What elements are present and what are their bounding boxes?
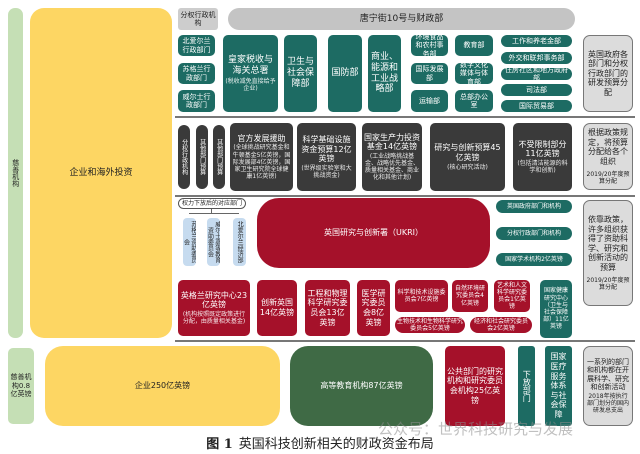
figure-caption: 图 1 英国科技创新相关的财政资金布局 <box>0 433 640 452</box>
business-overseas-box: 企业和海外投资 <box>30 8 172 338</box>
note-row1: 英国政府各部门和分权行政部门的研发预算分配 <box>583 35 633 112</box>
mhclg-box: 住房社区和地方政府部 <box>501 68 572 80</box>
moj-box: 司法部 <box>501 84 572 96</box>
re-sub: (机构按照既定政策进行分配，由质量相关基金) <box>182 310 246 326</box>
divider <box>175 195 635 197</box>
devolved-header: 分权行政机构 <box>178 8 218 30</box>
note-bottom-title: 一系列的部门和机构都在开展科学、研究和创新活动 <box>587 357 629 392</box>
defra-box: 环境食品和农村事务部 <box>411 35 448 56</box>
note-row2-sub: 2019/20年度预算分配 <box>586 170 630 185</box>
ri-title: 研究与创新预算45亿英镑 <box>434 143 501 162</box>
home-office-box: 总部办公室 <box>455 90 493 112</box>
nihr-box: 国家健康研究中心（卫生与社会保障部）11亿英镑 <box>540 280 572 338</box>
ukri-box: 英国研究与创新署（UKRI） <box>257 198 490 268</box>
note-row3-title: 依靠政策，许多组织获得了资助科学、研究和创新活动的预算 <box>588 215 628 272</box>
divider <box>175 340 635 342</box>
charity-funding: 慈善机构0.8亿英镑 <box>8 348 34 424</box>
vertical-box-1: 分权行政机构 <box>178 125 190 189</box>
nprf-title: 国家生产力投资基金14亿英镑 <box>364 132 420 152</box>
hmrc-title: 皇家税收与海关总署 <box>227 55 273 76</box>
dfe-box: 教育部 <box>455 35 493 56</box>
science-sub: (世界级实验室和大挑战资金) <box>301 164 352 179</box>
dit-box: 国际贸易部 <box>501 100 572 112</box>
oda-title: 官方发展援助 <box>237 133 286 143</box>
esrc-box: 经济和社会研究委员会2亿英镑 <box>470 317 532 333</box>
note-bottom-sub: 2018年按执行部门划分的国内研发总支出 <box>586 392 629 414</box>
devolved-wales: 威尔士行政部门 <box>178 90 215 112</box>
mod-box: 国防部 <box>328 35 362 112</box>
scottish-funding-council: 苏格兰资助委员会 <box>183 218 196 266</box>
hmrc-box: 皇家税收与海关总署(税收减免直接给予企业) <box>223 35 278 112</box>
note-row2: 根据政策规定，将预算分配给各个组织 2019/20年度预算分配 <box>583 123 633 190</box>
vertical-box-2: 其他部门预算 <box>196 125 208 189</box>
divider <box>175 116 635 118</box>
nprf-box: 国家生产力投资基金14亿英镑(工业战略挑战基金、战略优先基金、质量相关基金、商业… <box>362 123 422 191</box>
national-academies: 国家学术机构2亿英镑 <box>496 253 572 266</box>
oda-box: 官方发展援助(全球挑战研究基金和牛顿基金5亿英镑，国际发展部4亿英镑，国家卫生研… <box>230 123 293 191</box>
connector <box>189 213 239 214</box>
science-title: 科学基础设施资金预算12亿英镑 <box>301 134 352 164</box>
devolved-ni: 北爱尔兰行政部门 <box>178 35 215 56</box>
note-row2-title: 根据政策规定，将预算分配给各个组织 <box>588 128 628 166</box>
treasury-header: 唐宁街10号与财政部 <box>228 8 575 30</box>
ri-budget-box: 研究与创新预算45亿英镑(核心研究活动) <box>430 123 505 191</box>
oda-sub: (全球挑战研究基金和牛顿基金5亿英镑，国际发展部4亿英镑，国家卫生研究院全球健康… <box>232 144 291 181</box>
bbsrc-box: 生物技术和生物科学研究委员会5亿英镑 <box>395 317 465 333</box>
dft-box: 运输部 <box>411 90 448 112</box>
epsrc-box: 工程和物理科学研究委员会13亿英镑 <box>305 280 350 336</box>
mrc-box: 医学研究委员会8亿英镑 <box>357 280 390 336</box>
ni-economy-dept: 北爱尔兰经济部 <box>233 218 246 266</box>
note-row3-sub: 2019/20年度预算分配 <box>586 276 630 291</box>
dfid-box: 国际发展部 <box>411 63 448 84</box>
connector <box>211 209 212 214</box>
hmrc-sub: (税收减免直接给予企业) <box>225 77 276 92</box>
ri-sub: (核心研究活动) <box>447 163 488 171</box>
science-infra-box: 科学基础设施资金预算12亿英镑(世界级实验室和大挑战资金) <box>297 123 356 191</box>
public-research-funding: 公共部门的研究机构和研究委员会机构25亿英镑 <box>445 346 505 426</box>
dhsc-box: 卫生与社会保障部 <box>284 35 317 112</box>
nerc-box: 自然环境研究委员会4亿英镑 <box>452 280 488 312</box>
vertical-box-3: 其他部门预算 <box>213 125 225 189</box>
watermark: 公众号：世界科技研究与发展 <box>378 420 574 438</box>
devolved-funding: 下放部门 <box>518 346 535 426</box>
stfc-box: 科学和技术设施委员会7亿英镑 <box>395 280 448 312</box>
business-funding: 企业250亿英镑 <box>45 346 280 426</box>
devolved-scotland: 苏格兰行政部门 <box>178 63 215 84</box>
unrestricted-box: 不受限制部分11亿英镑(包括清洁能源的科学和创新) <box>513 123 572 191</box>
nprf-sub: (工业战略挑战基金、战略优先基金、质量相关基金、商业化和其他计划) <box>364 152 419 182</box>
figure-number: 图 1 <box>206 437 233 452</box>
higher-education-funding: 高等教育机构87亿英镑 <box>290 346 433 426</box>
beis-box: 商业、能源和工业战略部 <box>368 35 401 112</box>
unrestricted-title: 不受限制部分11亿英镑 <box>518 139 567 159</box>
dwp-box: 工作和养老金部 <box>501 35 572 47</box>
figure-title: 英国科技创新相关的财政资金布局 <box>238 437 434 452</box>
charity-strip: 慈善机构 <box>8 8 23 338</box>
note-row3: 依靠政策，许多组织获得了资助科学、研究和创新活动的预算 2019/20年度预算分配 <box>583 200 633 306</box>
ahrc-box: 艺术和人文科学研究委员会1亿英镑 <box>494 280 530 312</box>
nhs-funding: 国家医疗服务体系与社会保障 <box>545 346 572 426</box>
re-title: 英格兰研究中心23亿英镑 <box>180 290 248 310</box>
unrestricted-sub: (包括清洁能源的科学和创新) <box>517 159 568 175</box>
innovate-uk-box: 创新英国14亿英镑 <box>257 280 297 336</box>
fco-box: 外交和联邦事务部 <box>501 52 572 64</box>
devolved-counterparts-pill: 权力下放后的对应部门 <box>178 198 246 209</box>
hefcw: 威尔士高等教育资助委员会 <box>207 218 220 266</box>
uk-gov-agencies: 英国政府部门和机构 <box>496 200 572 213</box>
research-england-box: 英格兰研究中心23亿英镑(机构按照既定政策进行分配，由质量相关基金) <box>178 280 250 336</box>
devolved-agencies: 分权行政部门和机构 <box>496 227 572 240</box>
dcms-box: 数字文化媒体与体育部 <box>455 63 493 84</box>
